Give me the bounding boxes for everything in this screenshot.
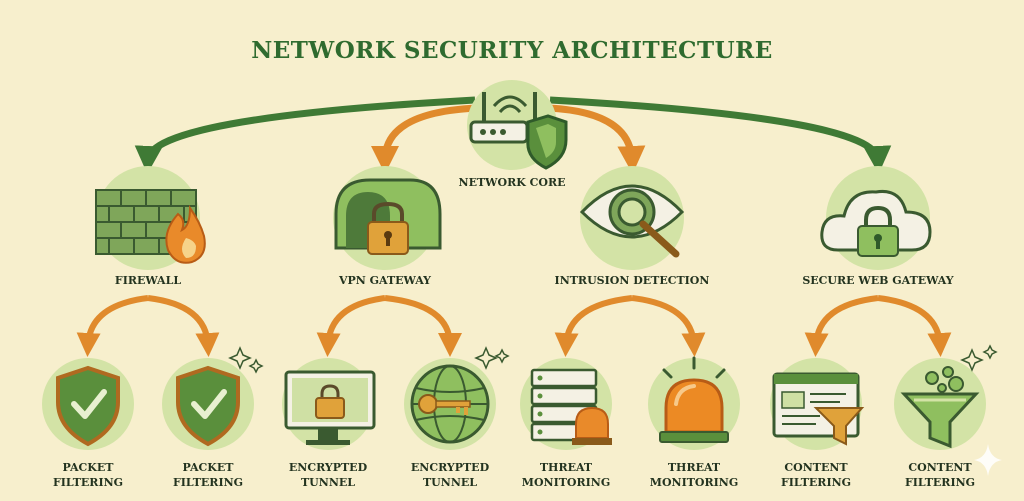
sparkle-icon	[228, 346, 264, 374]
leaf-label-line2: FILTERING	[53, 476, 123, 489]
arrow-core-to-firewall	[134, 96, 476, 174]
category-label-firewall: FIREWALL	[115, 274, 181, 287]
category-label-swg: SECURE WEB GATEWAY	[802, 274, 953, 287]
category-vpn-gateway: VPN GATEWAY	[333, 166, 442, 287]
diagram-title: NETWORK SECURITY ARCHITECTURE	[251, 37, 773, 64]
alarm-light-icon	[659, 356, 729, 443]
leaf-label-line1: CONTENT	[784, 461, 848, 474]
leaf-label-line1: THREAT	[540, 461, 593, 474]
leaf-label-line1: ENCRYPTED	[411, 461, 490, 474]
firewall-icon	[95, 189, 206, 264]
server-alarm-icon	[530, 368, 612, 445]
leaf-label-line1: ENCRYPTED	[289, 461, 368, 474]
category-firewall: FIREWALL	[95, 166, 206, 287]
leaf-packet-filtering-1: PACKET FILTERING	[42, 358, 134, 489]
router-shield-icon	[469, 92, 568, 170]
leaf-label-line2: FILTERING	[173, 476, 243, 489]
leaf-packet-filtering-2: PACKET FILTERING	[162, 346, 264, 489]
leaf-label-line2: FILTERING	[781, 476, 851, 489]
leaf-label-line2: TUNNEL	[423, 476, 477, 489]
funnel-bubbles-icon	[900, 366, 980, 449]
leaf-threat-monitoring-1: THREAT MONITORING	[520, 358, 612, 489]
leaf-content-filtering-2: CONTENT FILTERING	[894, 344, 998, 489]
tunnel-lock-icon	[334, 178, 442, 255]
leaf-label-line2: FILTERING	[905, 476, 975, 489]
browser-funnel-icon	[772, 372, 865, 446]
core-connectors	[134, 96, 892, 174]
leaf-label-line1: PACKET	[63, 461, 115, 474]
arrow-fw-left	[76, 295, 149, 357]
arrow-ids-left	[554, 295, 633, 357]
category-secure-web-gateway: SECURE WEB GATEWAY	[802, 166, 954, 287]
leaf-content-filtering-1: CONTENT FILTERING	[770, 358, 865, 489]
arrow-swg-left	[804, 295, 879, 357]
arrow-core-to-ids	[547, 104, 646, 174]
eye-magnifier-icon	[579, 184, 685, 258]
arrow-core-to-swg	[549, 96, 892, 174]
shield-check-icon	[56, 365, 120, 447]
arrow-swg-right	[877, 295, 952, 357]
network-core-label: NETWORK CORE	[459, 176, 566, 189]
leaf-label-line2: MONITORING	[522, 476, 610, 489]
cloud-lock-icon	[820, 189, 932, 257]
leaf-label-line1: CONTENT	[908, 461, 972, 474]
category-intrusion-detection: INTRUSION DETECTION	[555, 166, 710, 287]
monitor-lock-icon	[284, 370, 376, 445]
leaf-label-line1: THREAT	[668, 461, 721, 474]
arrow-vpn-right	[384, 295, 462, 357]
leaf-encrypted-tunnel-1: ENCRYPTED TUNNEL	[282, 358, 376, 489]
leaf-label-line2: MONITORING	[650, 476, 738, 489]
sparkle-icon	[474, 346, 510, 370]
leaf-connectors	[76, 295, 952, 357]
leaf-label-line2: TUNNEL	[301, 476, 355, 489]
network-core-node: NETWORK CORE	[459, 80, 568, 189]
category-label-vpn: VPN GATEWAY	[338, 274, 431, 287]
arrow-core-to-vpn	[371, 104, 479, 174]
corner-star-icon	[974, 444, 1002, 476]
shield-check-icon	[176, 365, 240, 447]
arrow-vpn-left	[316, 295, 386, 357]
leaf-encrypted-tunnel-2: ENCRYPTED TUNNEL	[404, 346, 510, 489]
leaf-label-line1: PACKET	[183, 461, 235, 474]
leaf-threat-monitoring-2: THREAT MONITORING	[648, 356, 740, 489]
arrow-ids-right	[631, 295, 706, 357]
category-label-ids: INTRUSION DETECTION	[555, 274, 710, 287]
sparkle-icon	[960, 344, 998, 372]
globe-key-icon	[410, 364, 490, 444]
arrow-fw-right	[147, 295, 220, 357]
